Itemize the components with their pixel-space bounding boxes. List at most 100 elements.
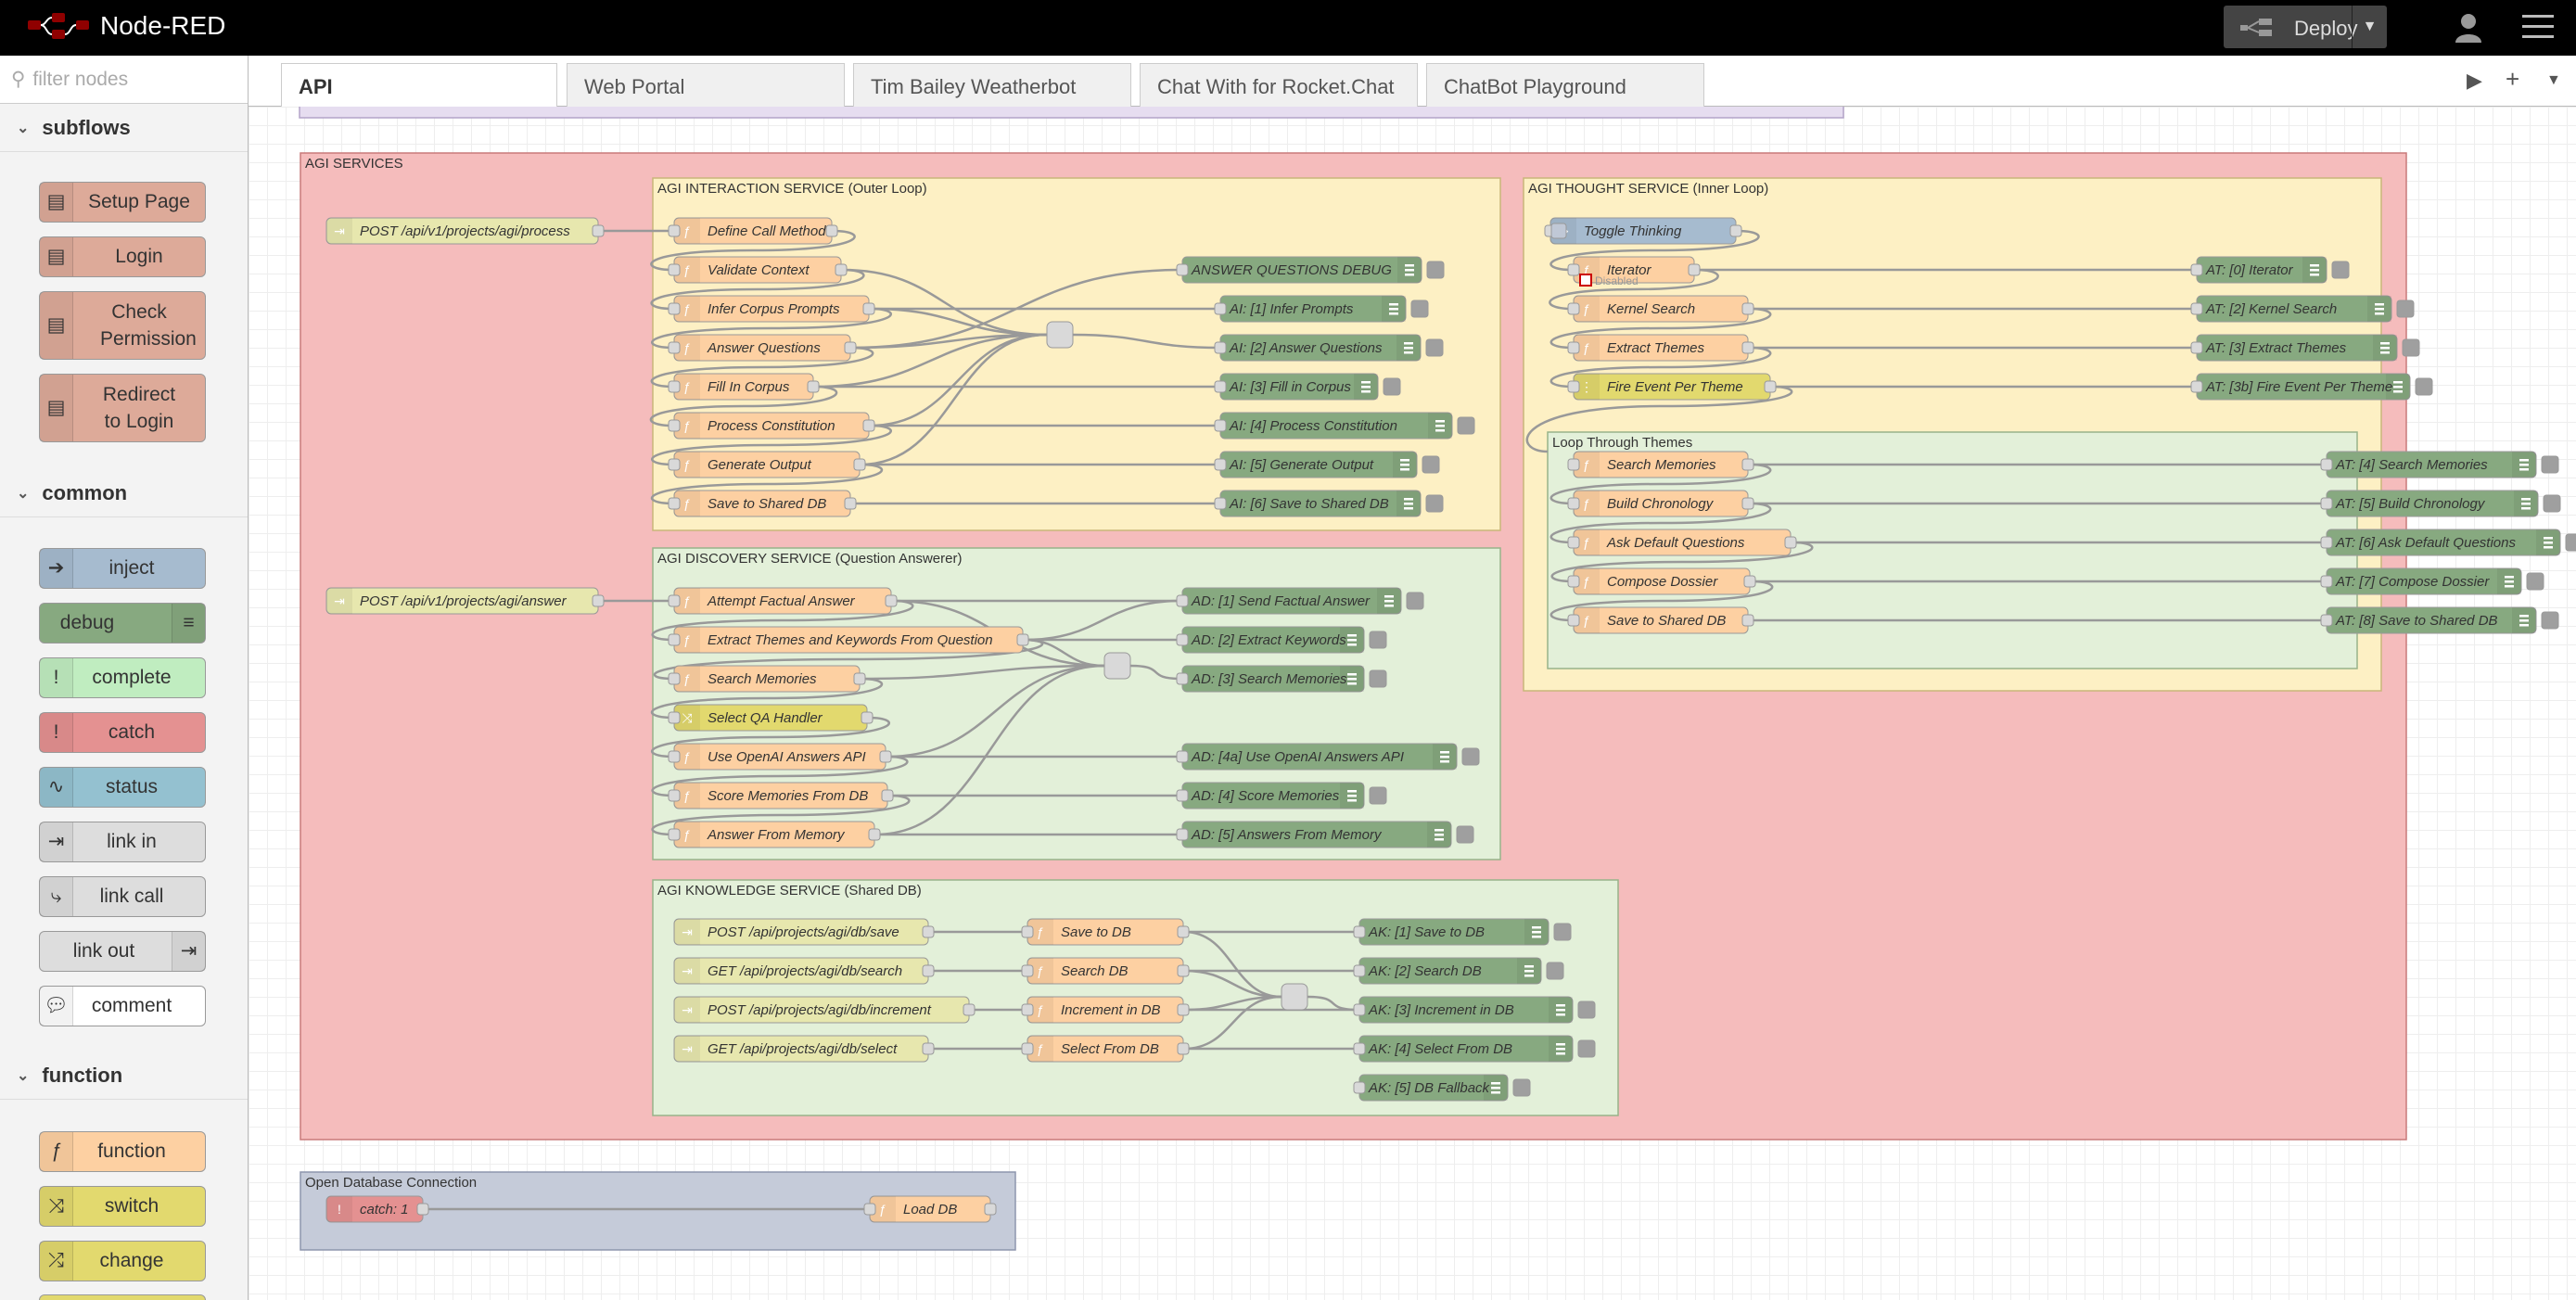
input-port[interactable] (668, 750, 681, 763)
wire[interactable] (1183, 995, 1282, 1051)
filter-nodes-field[interactable]: ⚲ filter nodes (0, 56, 248, 104)
output-port[interactable] (807, 380, 820, 393)
debug-toggle-button[interactable] (1456, 825, 1474, 844)
input-port[interactable] (1021, 925, 1034, 938)
input-port[interactable] (668, 497, 681, 510)
debug-toggle-button[interactable] (2415, 377, 2433, 396)
flow-node-ai-6-save-to-shared-db[interactable]: AI: [6] Save to Shared DB (1214, 490, 1444, 517)
wire[interactable] (1549, 463, 1772, 505)
wire[interactable] (650, 463, 884, 505)
debug-toggle-button[interactable] (2565, 533, 2576, 552)
flow-node-post-api-projects-agi-db-increment[interactable]: ⇥POST /api/projects/agi/db/increment (673, 996, 976, 1024)
output-port[interactable] (853, 672, 866, 685)
input-port[interactable] (1567, 575, 1580, 588)
debug-toggle-button[interactable] (1369, 786, 1387, 805)
output-port[interactable] (1177, 1042, 1190, 1055)
output-port[interactable] (1741, 497, 1754, 510)
debug-toggle-button[interactable] (2541, 455, 2559, 474)
input-port[interactable] (1567, 536, 1580, 549)
debug-toggle-button[interactable] (1426, 261, 1445, 279)
flow-node-ak-3-increment-in-db[interactable]: AK: [3] Increment in DB (1353, 996, 1596, 1024)
input-port[interactable] (668, 711, 681, 724)
output-port[interactable] (885, 594, 898, 607)
input-port[interactable] (1214, 419, 1227, 432)
input-port[interactable] (668, 380, 681, 393)
output-port[interactable] (984, 1203, 997, 1216)
output-port[interactable] (922, 925, 935, 938)
input-port[interactable] (668, 458, 681, 471)
input-port[interactable] (1176, 789, 1189, 802)
flow-node-ak-1-save-to-db[interactable]: AK: [1] Save to DB (1353, 918, 1572, 946)
input-port[interactable] (1353, 1042, 1366, 1055)
wire[interactable] (874, 664, 1105, 836)
wire[interactable] (650, 677, 884, 720)
palette-node-function[interactable]: ƒ function (39, 1131, 206, 1172)
output-port[interactable] (879, 750, 892, 763)
wire[interactable] (1129, 664, 1182, 681)
output-port[interactable] (1016, 633, 1029, 646)
main-menu-icon[interactable] (2522, 15, 2554, 39)
wire[interactable] (650, 268, 865, 311)
debug-toggle-button[interactable] (1512, 1078, 1531, 1097)
output-port[interactable] (862, 302, 875, 315)
input-port[interactable] (1214, 497, 1227, 510)
palette-node-comment[interactable]: 💬︎ comment (39, 986, 206, 1026)
output-port[interactable] (1784, 536, 1797, 549)
input-port[interactable] (668, 224, 681, 237)
input-port[interactable] (2190, 263, 2203, 276)
palette-node-complete[interactable]: ! complete (39, 657, 206, 698)
input-port[interactable] (2320, 536, 2333, 549)
tab-chat-with-rocket-chat[interactable]: Chat With for Rocket.Chat (1140, 63, 1418, 107)
output-port[interactable] (1177, 1003, 1190, 1016)
flow-node-ad-4a-use-openai-answers-api[interactable]: AD: [4a] Use OpenAI Answers API (1176, 743, 1480, 771)
palette-node-debug[interactable]: ≡ debug (39, 603, 206, 644)
wire[interactable] (650, 346, 874, 389)
debug-toggle-button[interactable] (1369, 631, 1387, 649)
output-port[interactable] (868, 828, 881, 841)
output-port[interactable] (922, 1042, 935, 1055)
tab-tim-bailey-weatherbot[interactable]: Tim Bailey Weatherbot (853, 63, 1131, 107)
flow-node-at-2-kernel-search[interactable]: AT: [2] Kernel Search (2190, 295, 2415, 323)
palette-node-redirect-to-login[interactable]: ▤ Redirect to Login (39, 374, 206, 442)
wire[interactable] (649, 385, 838, 427)
debug-toggle-button[interactable] (2541, 611, 2559, 630)
wire[interactable] (651, 424, 892, 466)
flow-node-ai-1-infer-prompts[interactable]: AI: [1] Infer Prompts (1214, 295, 1429, 323)
palette-node-setup-page[interactable]: ▤ Setup Page (39, 182, 206, 223)
flow-node-ai-5-generate-output[interactable]: AI: [5] Generate Output (1214, 451, 1440, 478)
flow-node-at-0-iterator[interactable]: AT: [0] Iterator (2190, 256, 2350, 284)
inject-button[interactable] (1550, 223, 1567, 239)
input-port[interactable] (1353, 925, 1366, 938)
input-port[interactable] (1353, 1003, 1366, 1016)
output-port[interactable] (922, 964, 935, 977)
output-port[interactable] (1741, 458, 1754, 471)
input-port[interactable] (1176, 633, 1189, 646)
output-port[interactable] (1741, 614, 1754, 627)
wire[interactable] (1549, 502, 1772, 544)
output-port[interactable] (1741, 302, 1754, 315)
input-port[interactable] (1214, 458, 1227, 471)
wire[interactable] (1183, 930, 1282, 999)
wire[interactable] (813, 333, 1048, 389)
wire[interactable] (860, 333, 1048, 466)
flow-node-ai-4-process-constitution[interactable]: AI: [4] Process Constitution (1214, 412, 1475, 440)
group-offscreen[interactable] (299, 107, 1844, 119)
input-port[interactable] (1176, 750, 1189, 763)
output-port[interactable] (825, 224, 838, 237)
input-port[interactable] (668, 594, 681, 607)
input-port[interactable] (2190, 341, 2203, 354)
wire[interactable] (651, 599, 914, 642)
debug-toggle-button[interactable] (1425, 494, 1444, 513)
